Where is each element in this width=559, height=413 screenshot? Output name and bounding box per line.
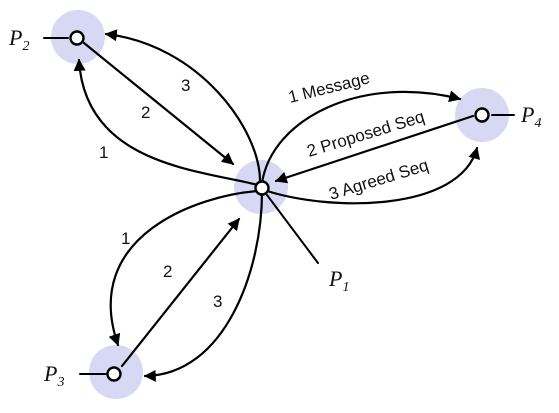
edge-p3-step2 xyxy=(120,217,241,368)
p1-node xyxy=(254,180,270,196)
edge-p2-step1 xyxy=(73,58,260,187)
edge-p3-step1 xyxy=(108,189,260,347)
edge-agreed-to-p4 xyxy=(262,146,481,205)
label-p3: P3 xyxy=(43,361,64,390)
p1-stub xyxy=(266,194,319,264)
label-p3-step3: 3 xyxy=(213,292,222,311)
label-proposed-seq: 2 Proposed Seq xyxy=(305,107,427,161)
edge-proposed-from-p4 xyxy=(274,114,475,184)
edge-p2-step2 xyxy=(82,41,235,166)
label-p2: P2 xyxy=(8,25,29,54)
label-p2-step1: 1 xyxy=(99,143,108,162)
label-p1: P1 xyxy=(328,266,349,295)
p3-node xyxy=(106,366,122,382)
label-message: 1 Message xyxy=(286,68,371,107)
label-p2-step2: 2 xyxy=(141,103,150,122)
edge-message-to-p4 xyxy=(260,90,462,185)
label-p2-step3: 3 xyxy=(181,76,190,95)
p4-node xyxy=(474,107,490,123)
label-p3-step2: 2 xyxy=(163,262,172,281)
edge-p3-step3 xyxy=(143,190,264,382)
p2-node xyxy=(69,30,85,46)
edge-p2-step3 xyxy=(104,29,262,183)
label-p3-step1: 1 xyxy=(121,229,130,248)
label-p4: P4 xyxy=(520,102,541,131)
